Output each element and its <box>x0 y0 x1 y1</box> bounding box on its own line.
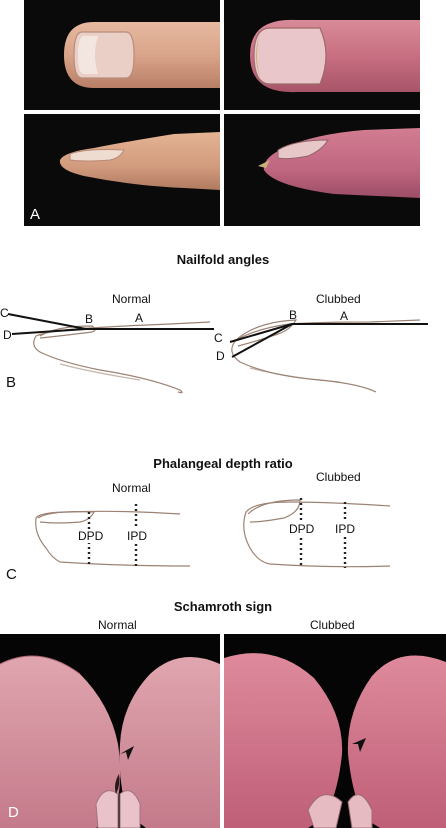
clubbed-dpd-label: DPD <box>289 522 315 536</box>
arrowhead-icon-normal <box>120 746 134 760</box>
panel-letter-b: B <box>6 374 17 391</box>
photo-clubbed-finger-dorsal <box>224 0 420 110</box>
panel-c-normal-caption: Normal <box>112 481 151 495</box>
normal-ipd-label: IPD <box>127 529 148 543</box>
phalangeal-depth-diagram <box>35 498 391 568</box>
photo-clubbed-finger-lateral <box>224 114 420 226</box>
clubbed-line-bc <box>229 323 293 343</box>
clubbed-point-d: D <box>216 349 225 363</box>
panel-letter-c: C <box>6 566 17 583</box>
clubbed-point-c: C <box>214 331 223 345</box>
panel-b-title: Nailfold angles <box>176 252 270 267</box>
clubbed-ipd-label: IPD <box>335 522 356 536</box>
normal-point-b: B <box>85 312 94 326</box>
panel-letter-a: A <box>30 206 41 223</box>
arrowhead-icon-clubbed <box>352 738 366 752</box>
panel-c-clubbed-caption: Clubbed <box>316 470 361 484</box>
panel-b-normal-caption: Normal <box>112 292 151 306</box>
photo-schamroth-clubbed <box>224 634 446 828</box>
clubbed-finger-outline <box>231 319 421 393</box>
clubbed-point-a: A <box>340 309 349 323</box>
normal-finger-outline <box>33 321 211 394</box>
normal-dpd-label: DPD <box>78 529 104 543</box>
normal-point-a: A <box>135 311 144 325</box>
clubbed-point-b: B <box>289 308 298 322</box>
normal-point-c: C <box>0 306 9 320</box>
clubbed-finger-outline-c <box>243 499 391 568</box>
clubbed-line-bd <box>231 323 293 358</box>
panel-d-title: Schamroth sign <box>173 599 273 614</box>
normal-line-bd <box>11 328 87 335</box>
normal-line-bc <box>7 313 87 330</box>
normal-finger-outline-c <box>35 510 191 567</box>
panel-d-clubbed-caption: Clubbed <box>310 618 355 632</box>
nailfold-angle-diagram <box>7 313 428 394</box>
photo-normal-finger-dorsal <box>24 0 220 110</box>
photo-normal-finger-lateral <box>24 114 220 226</box>
panel-c-title: Phalangeal depth ratio <box>153 456 293 471</box>
panel-d-normal-caption: Normal <box>98 618 137 632</box>
panel-b-clubbed-caption: Clubbed <box>316 292 361 306</box>
photo-schamroth-normal <box>0 634 220 828</box>
normal-point-d: D <box>3 328 12 342</box>
panel-letter-d: D <box>8 804 19 821</box>
